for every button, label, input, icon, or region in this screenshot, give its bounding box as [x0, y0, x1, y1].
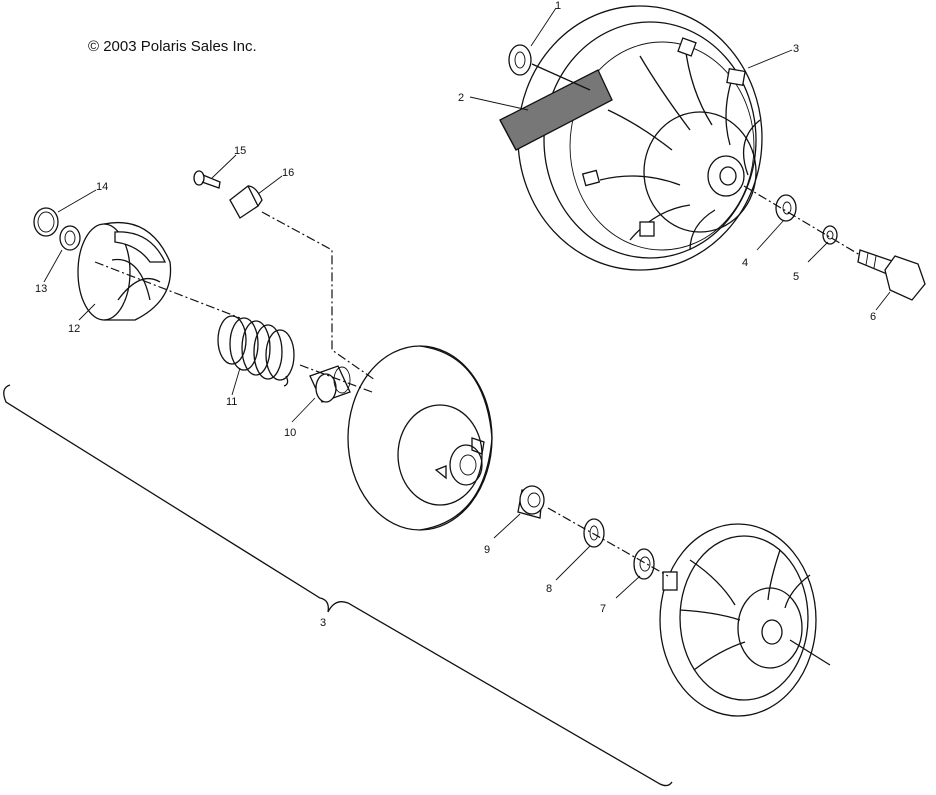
button-axis-line [261, 211, 376, 381]
bolt-6 [857, 249, 926, 301]
callout-14: 14 [96, 181, 108, 193]
button-16 [229, 185, 263, 219]
stationary-sheave [517, 5, 763, 271]
washer-4 [775, 194, 797, 222]
assembly-bracket [3, 384, 673, 787]
spring-11 [217, 315, 295, 387]
callout-9: 9 [484, 544, 490, 556]
callout-7: 7 [600, 603, 606, 615]
leader-lines [43, 7, 891, 599]
callout-labels: 1 2 3 4 5 6 7 8 9 10 11 12 13 14 15 16 3 [35, 0, 876, 629]
washer-1 [508, 44, 591, 91]
copyright-notice: © 2003 Polaris Sales Inc. [88, 38, 257, 55]
callout-6: 6 [870, 311, 876, 323]
callout-13: 13 [35, 283, 47, 295]
bushing-10 [309, 365, 351, 403]
callout-4: 4 [742, 257, 748, 269]
bushing-9 [517, 485, 545, 519]
snap-ring-14 [33, 207, 59, 237]
driven-clutch-sheave [659, 523, 817, 717]
callout-3-assembly: 3 [320, 617, 326, 629]
callout-11: 11 [226, 396, 237, 408]
callout-10: 10 [284, 427, 296, 439]
lower-axis-line [547, 507, 669, 577]
callout-16: 16 [282, 167, 294, 179]
moveable-sheave [347, 345, 493, 531]
callout-1: 1 [555, 0, 561, 12]
callout-15: 15 [234, 145, 246, 157]
cam-axis-line [94, 261, 241, 319]
callout-12: 12 [68, 323, 80, 335]
callout-5: 5 [793, 271, 799, 283]
callout-8: 8 [546, 583, 552, 595]
cam-12 [77, 221, 172, 321]
callout-2: 2 [458, 92, 464, 104]
lock-washer-5 [822, 225, 838, 245]
spring-axis-line [299, 364, 373, 393]
output-shaft-line [789, 639, 831, 666]
washer-8 [583, 518, 605, 548]
screw-15 [193, 170, 221, 189]
shaft-key [499, 69, 613, 151]
upper-axis-line [743, 185, 861, 256]
washer-13 [59, 225, 81, 251]
washer-7 [633, 548, 655, 580]
callout-3-sheave: 3 [793, 43, 799, 55]
